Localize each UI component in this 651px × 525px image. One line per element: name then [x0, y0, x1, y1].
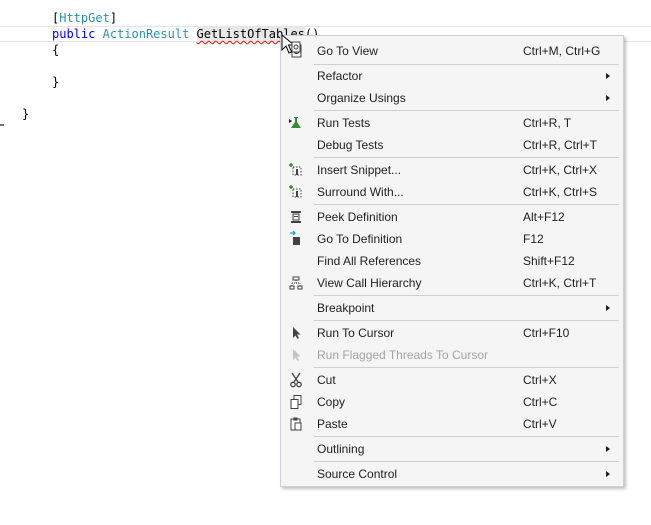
margin-indicator	[0, 124, 4, 126]
menu-item-label: Refactor	[317, 69, 363, 83]
call-hierarchy-icon	[288, 275, 304, 291]
menu-item-run-tests[interactable]: Run Tests Ctrl+R, T	[282, 112, 622, 134]
menu-item-shortcut: Ctrl+V	[523, 417, 557, 431]
menu-separator	[314, 367, 619, 368]
menu-item-shortcut: Ctrl+X	[523, 373, 557, 387]
menu-item-label: View Call Hierarchy	[317, 276, 422, 290]
menu-item-shortcut: Ctrl+K, Ctrl+S	[523, 185, 598, 199]
menu-item-go-to-view[interactable]: Go To View Ctrl+M, Ctrl+G	[282, 40, 622, 62]
menu-item-copy[interactable]: Copy Ctrl+C	[282, 391, 622, 413]
menu-item-view-call-hierarchy[interactable]: View Call Hierarchy Ctrl+K, Ctrl+T	[282, 272, 622, 294]
menu-item-debug-tests[interactable]: Debug Tests Ctrl+R, Ctrl+T	[282, 134, 622, 156]
close-brace: }	[52, 75, 60, 89]
open-brace-line: {	[52, 42, 59, 58]
menu-item-label: Paste	[317, 417, 348, 431]
open-brace: {	[52, 43, 60, 57]
menu-item-label: Surround With...	[317, 185, 404, 199]
menu-item-shortcut: Ctrl+K, Ctrl+T	[523, 276, 597, 290]
menu-item-label: Debug Tests	[317, 138, 384, 152]
menu-item-label: Run Tests	[317, 116, 371, 130]
menu-separator	[314, 436, 619, 437]
menu-item-find-all-references[interactable]: Find All References Shift+F12	[282, 250, 622, 272]
menu-item-label: Breakpoint	[317, 301, 375, 315]
menu-item-label: Organize Usings	[317, 91, 406, 105]
menu-item-run-to-cursor[interactable]: Run To Cursor Ctrl+F10	[282, 322, 622, 344]
scissors-icon	[288, 372, 304, 388]
menu-item-outlining[interactable]: Outlining	[282, 438, 622, 460]
menu-separator	[314, 110, 619, 111]
class-close-brace-line: }	[22, 106, 29, 122]
attribute-open-bracket: [	[52, 11, 60, 25]
close-brace-line: }	[52, 74, 59, 90]
menu-item-label: Peek Definition	[317, 210, 398, 224]
menu-item-source-control[interactable]: Source Control	[282, 463, 622, 485]
menu-separator	[314, 157, 619, 158]
menu-item-cut[interactable]: Cut Ctrl+X	[282, 369, 622, 391]
menu-item-shortcut: Shift+F12	[523, 254, 575, 268]
menu-item-label: Go To View	[317, 44, 378, 58]
menu-item-shortcut: Ctrl+M, Ctrl+G	[523, 44, 601, 58]
menu-item-shortcut: Alt+F12	[523, 210, 565, 224]
menu-item-surround-with[interactable]: Surround With... Ctrl+K, Ctrl+S	[282, 181, 622, 203]
go-to-definition-icon	[288, 230, 304, 247]
menu-item-go-to-definition[interactable]: Go To Definition F12	[282, 228, 622, 250]
surround-icon	[288, 184, 304, 200]
cursor-arrow-icon	[288, 325, 304, 341]
menu-item-label: Run Flagged Threads To Cursor	[317, 348, 488, 362]
menu-separator	[314, 295, 619, 296]
menu-item-shortcut: F12	[523, 232, 544, 246]
public-keyword: public	[52, 27, 96, 41]
menu-item-run-flagged-threads-to-cursor: Run Flagged Threads To Cursor	[282, 344, 622, 366]
menu-separator	[314, 204, 619, 205]
menu-item-insert-snippet[interactable]: Insert Snippet... Ctrl+K, Ctrl+X	[282, 159, 622, 181]
menu-item-organize-usings[interactable]: Organize Usings	[282, 87, 622, 109]
menu-item-paste[interactable]: Paste Ctrl+V	[282, 413, 622, 435]
submenu-arrow-icon	[606, 95, 610, 101]
beaker-icon	[288, 115, 304, 131]
copy-icon	[288, 394, 304, 410]
menu-item-label: Copy	[317, 395, 346, 409]
menu-item-shortcut: Ctrl+C	[523, 395, 558, 409]
menu-item-label: Run To Cursor	[317, 326, 395, 340]
menu-separator	[314, 320, 619, 321]
menu-item-label: Source Control	[317, 467, 398, 481]
method-name[interactable]: GetListOfTables	[196, 27, 305, 41]
menu-item-shortcut: Ctrl+R, Ctrl+T	[523, 138, 598, 152]
context-menu: Go To View Ctrl+M, Ctrl+G Refactor Organ…	[280, 35, 624, 487]
attribute-close-bracket: ]	[109, 11, 118, 25]
menu-item-shortcut: Ctrl+R, T	[523, 116, 572, 130]
menu-item-breakpoint[interactable]: Breakpoint	[282, 297, 622, 319]
submenu-arrow-icon	[606, 446, 610, 452]
menu-item-shortcut: Ctrl+F10	[523, 326, 570, 340]
mouse-pointer-icon	[281, 33, 303, 58]
menu-item-label: Find All References	[317, 254, 422, 268]
menu-separator	[314, 64, 619, 65]
paste-icon	[288, 416, 304, 432]
attribute-line: [HttpGet]	[52, 10, 117, 26]
peek-icon	[288, 209, 304, 225]
menu-item-refactor[interactable]: Refactor	[282, 65, 622, 87]
menu-item-peek-definition[interactable]: Peek Definition Alt+F12	[282, 206, 622, 228]
return-type: ActionResult	[102, 27, 190, 41]
attribute-name: HttpGet	[59, 11, 110, 25]
menu-item-label: Outlining	[317, 442, 365, 456]
class-close-brace: }	[22, 107, 30, 121]
snippet-icon	[288, 162, 304, 178]
menu-item-label: Go To Definition	[317, 232, 403, 246]
submenu-arrow-icon	[606, 471, 610, 477]
menu-item-shortcut: Ctrl+K, Ctrl+X	[523, 163, 598, 177]
menu-item-label: Insert Snippet...	[317, 163, 402, 177]
submenu-arrow-icon	[606, 73, 610, 79]
cursor-arrow-disabled-icon	[288, 347, 304, 363]
menu-item-label: Cut	[317, 373, 336, 387]
submenu-arrow-icon	[606, 305, 610, 311]
menu-separator	[314, 461, 619, 462]
